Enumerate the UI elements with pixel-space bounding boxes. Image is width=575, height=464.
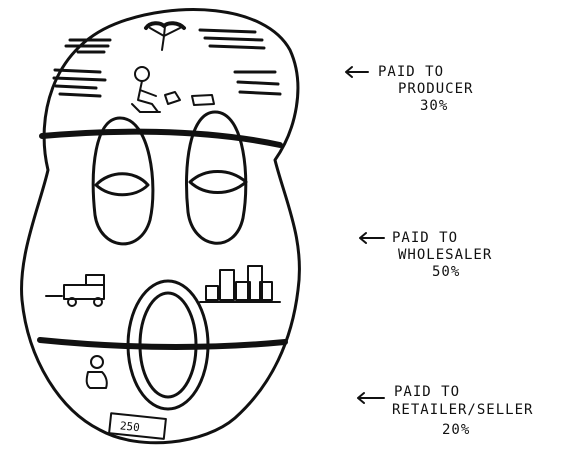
top-hatching — [52, 28, 282, 98]
band-divider-top — [39, 128, 283, 148]
arrow-left-icon — [345, 66, 369, 78]
label-producer-percent: 30% — [420, 98, 448, 114]
label-producer-line2: PRODUCER — [398, 81, 473, 97]
mouth — [126, 279, 210, 411]
price-tag-value: 250 — [119, 419, 140, 434]
delivery-truck-icon — [45, 274, 105, 307]
right-eye — [185, 110, 248, 245]
label-producer-line1: PAID TO — [378, 64, 444, 80]
left-eye — [91, 116, 155, 246]
arrow-left-icon — [357, 392, 385, 404]
city-buildings-icon — [199, 265, 281, 303]
arrow-left-icon — [359, 232, 385, 244]
mask-outline — [20, 8, 301, 445]
label-wholesaler-percent: 50% — [432, 264, 460, 280]
label-retailer: PAID TO RETAILER/SELLER 20% — [357, 384, 533, 438]
band-divider-bottom — [37, 337, 288, 351]
label-retailer-line1: PAID TO — [394, 384, 460, 400]
label-producer: PAID TO PRODUCER 30% — [345, 64, 473, 114]
price-tag-icon: 250 — [108, 412, 167, 440]
label-wholesaler-line2: WHOLESALER — [398, 247, 492, 263]
seated-farmer-icon — [131, 66, 215, 113]
label-wholesaler-line1: PAID TO — [392, 230, 458, 246]
label-wholesaler: PAID TO WHOLESALER 50% — [359, 230, 492, 280]
label-retailer-line2: RETAILER/SELLER — [392, 402, 533, 418]
shopkeeper-icon — [85, 355, 108, 389]
tree-icon — [144, 21, 186, 51]
label-retailer-percent: 20% — [442, 422, 470, 438]
